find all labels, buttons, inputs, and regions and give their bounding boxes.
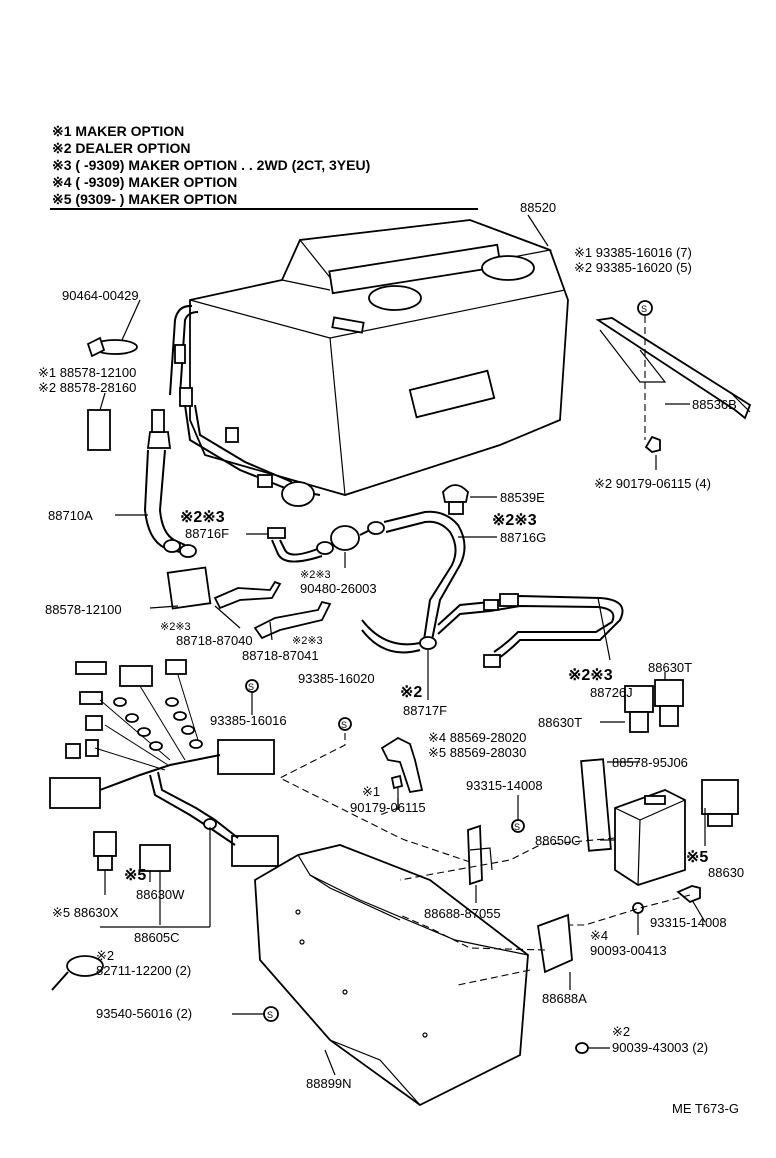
cap-88539E (442, 484, 469, 515)
bracket-88569: S (338, 717, 424, 808)
wire-harness-88605C (49, 659, 279, 867)
part-labels: 88520 ※1 93385-16016 (7) ※2 93385-16020 … (38, 200, 744, 1116)
label-93315-14008-a: 93315-14008 (466, 778, 543, 793)
note-88717F: ※2 (400, 684, 422, 701)
note-90039: ※2 (612, 1024, 630, 1039)
label-88578-12100-n1: ※1 88578-12100 (38, 365, 136, 380)
label-88726J: 88726J (590, 685, 633, 700)
tank-hoses (143, 304, 321, 558)
note-1: ※1 MAKER OPTION (52, 123, 184, 139)
ecu-88650C (580, 758, 686, 886)
label-88630X: ※5 88630X (52, 905, 119, 920)
cable-tie-82711 (51, 955, 104, 991)
tank-88520 (189, 219, 569, 496)
label-88569-28030: ※5 88569-28030 (428, 745, 526, 760)
note-88718-87040: ※2※3 (160, 621, 191, 633)
label-93540-56016: 93540-56016 (2) (96, 1006, 192, 1021)
label-82711-12200: 82711-12200 (2) (96, 963, 191, 978)
label-88536B: 88536B (692, 397, 737, 412)
label-88605C: 88605C (134, 930, 180, 945)
label-90093-00413: 90093-00413 (590, 943, 667, 958)
label-88578-95J06: 88578-95J06 (612, 755, 688, 770)
label-93385-16016: 93385-16016 (210, 713, 287, 728)
label-90179-06115: 90179-06115 (350, 800, 426, 815)
bracket-88536B: S (595, 300, 752, 453)
bracket-88688-87055: S (467, 819, 701, 914)
note-2: ※2 DEALER OPTION (52, 140, 191, 156)
label-93385-16020: 93385-16020 (298, 671, 375, 686)
label-90480-26003: 90480-26003 (300, 581, 377, 596)
note-90179-06115: ※1 (362, 784, 380, 799)
note-82711: ※2 (96, 948, 114, 963)
label-90464-00429: 90464-00429 (62, 288, 139, 303)
note-90480: ※2※3 (300, 569, 331, 581)
label-88716G: 88716G (500, 530, 546, 545)
label-88717F: 88717F (403, 703, 447, 718)
pipe-lines (267, 510, 624, 668)
note-88630W: ※5 (124, 867, 146, 884)
label-90179-06115-4: ※2 90179-06115 (4) (594, 476, 711, 491)
tag-88578-12100 (166, 566, 212, 610)
assembly-lines (278, 733, 691, 986)
svg-text:S: S (641, 304, 647, 314)
bracket-88688A (536, 913, 573, 974)
note-88716F: ※2※3 (180, 509, 225, 526)
cover-88899N (254, 844, 529, 1107)
label-88569-28020: ※4 88569-28020 (428, 730, 526, 745)
svg-text:S: S (248, 682, 254, 692)
label-93385-16020-5: ※2 93385-16020 (5) (574, 260, 692, 275)
note-3: ※3 ( -9309) MAKER OPTION . . 2WD (2CT, 3… (52, 157, 370, 173)
label-93315-14008-b: 93315-14008 (650, 915, 727, 930)
note-88726J: ※2※3 (568, 667, 613, 684)
label-88899N: 88899N (306, 1076, 352, 1091)
label-88650C: 88650C (535, 833, 581, 848)
leader-lines (99, 214, 706, 1076)
note-88630: ※5 (686, 849, 708, 866)
label-88630W: 88630W (136, 887, 185, 902)
label-88520: 88520 (520, 200, 556, 215)
label-88716F: 88716F (185, 526, 229, 541)
label-88688-87055: 88688-87055 (424, 906, 501, 921)
note-90093: ※4 (590, 928, 608, 943)
option-notes: ※1 MAKER OPTION ※2 DEALER OPTION ※3 ( -9… (50, 123, 478, 210)
note-88718-87041: ※2※3 (292, 635, 323, 647)
label-88688A: 88688A (542, 991, 587, 1006)
svg-text:S: S (514, 822, 520, 832)
hose-clamp-90464 (86, 336, 138, 358)
label-88578-12100: 88578-12100 (45, 602, 122, 617)
note-4: ※4 ( -9309) MAKER OPTION (52, 174, 237, 190)
label-88630: 88630 (708, 865, 744, 880)
relays (93, 679, 739, 882)
screw-93540: S (263, 1006, 279, 1022)
label-88718-87040: 88718-87040 (176, 633, 253, 648)
note-88716G: ※2※3 (492, 512, 537, 529)
label-88710A: 88710A (48, 508, 93, 523)
svg-text:S: S (341, 720, 347, 730)
svg-text:S: S (267, 1010, 273, 1020)
label-88630T-b: 88630T (538, 715, 582, 730)
label-88578-28160-n2: ※2 88578-28160 (38, 380, 136, 395)
label-88718-87041: 88718-87041 (242, 648, 319, 663)
label-88539E: 88539E (500, 490, 545, 505)
label-88630T-a: 88630T (648, 660, 692, 675)
nut-90039 (575, 1042, 589, 1054)
note-5: ※5 (9309- ) MAKER OPTION (52, 191, 237, 207)
label-93385-16016-7: ※1 93385-16016 (7) (574, 245, 692, 260)
tag-88578-28160 (87, 409, 111, 451)
diagram-code: ME T673-G (672, 1101, 739, 1116)
label-90039-43003: 90039-43003 (2) (612, 1040, 708, 1055)
